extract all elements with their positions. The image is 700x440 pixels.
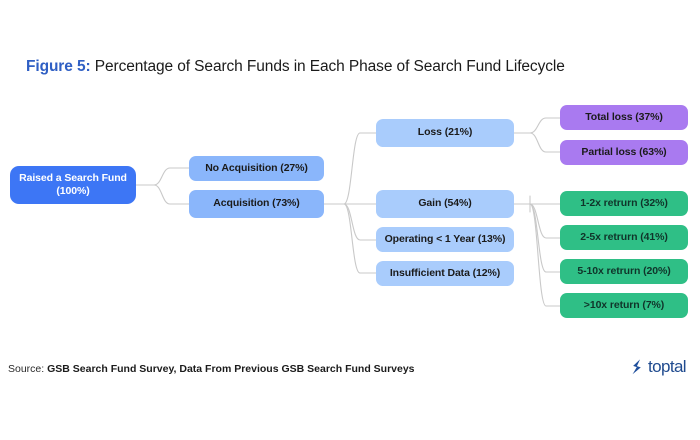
node-loss[interactable]: Loss (21%) bbox=[376, 119, 514, 147]
node-total-loss[interactable]: Total loss (37%) bbox=[560, 105, 688, 130]
node-label: Gain (54%) bbox=[418, 197, 472, 210]
node-1-2x-return[interactable]: 1-2x retrurn (32%) bbox=[560, 191, 688, 216]
node-label: 2-5x retrurn (41%) bbox=[580, 230, 668, 243]
node-operating-under-1-year[interactable]: Operating < 1 Year (13%) bbox=[376, 227, 514, 252]
node-label: Raised a Search Fund (100%) bbox=[19, 171, 127, 197]
node-partial-loss[interactable]: Partial loss (63%) bbox=[560, 140, 688, 165]
toptal-wordmark: toptal bbox=[648, 357, 687, 376]
node-5-10x-return[interactable]: 5-10x retrurn (20%) bbox=[560, 259, 688, 284]
figure-title-text: Percentage of Search Funds in Each Phase… bbox=[90, 58, 565, 75]
toptal-chevron-icon bbox=[632, 358, 641, 374]
toptal-logo: toptal bbox=[630, 357, 687, 376]
node-label: >10x return (7%) bbox=[583, 298, 665, 311]
node-label: Loss (21%) bbox=[417, 126, 473, 139]
node-label: Acquisition (73%) bbox=[213, 197, 300, 210]
node-label: 5-10x retrurn (20%) bbox=[577, 264, 671, 277]
source-note: Source: GSB Search Fund Survey, Data Fro… bbox=[8, 363, 415, 375]
node-label: Insufficient Data (12%) bbox=[389, 266, 501, 279]
node-label: 1-2x retrurn (32%) bbox=[580, 196, 668, 209]
node-insufficient-data[interactable]: Insufficient Data (12%) bbox=[376, 261, 514, 286]
node-raised-a-search-fund[interactable]: Raised a Search Fund (100%) bbox=[10, 166, 136, 204]
node-no-acquisition[interactable]: No Acquisition (27%) bbox=[189, 156, 324, 181]
node-label: Total loss (37%) bbox=[585, 110, 663, 123]
node-label: Partial loss (63%) bbox=[581, 145, 667, 158]
node-label: Operating < 1 Year (13%) bbox=[384, 232, 506, 245]
node-acquisition[interactable]: Acquisition (73%) bbox=[189, 190, 324, 218]
node-label: No Acquisition (27%) bbox=[205, 161, 308, 174]
figure-number-label: Figure 5: bbox=[26, 58, 91, 75]
source-text: GSB Search Fund Survey, Data From Previo… bbox=[44, 363, 415, 375]
node-2-5x-return[interactable]: 2-5x retrurn (41%) bbox=[560, 225, 688, 250]
page-title: Figure 5: Percentage of Search Funds in … bbox=[26, 58, 565, 76]
node-gain[interactable]: Gain (54%) bbox=[376, 190, 514, 218]
node-over-10x-return[interactable]: >10x return (7%) bbox=[560, 293, 688, 318]
source-label: Source: bbox=[8, 363, 45, 375]
